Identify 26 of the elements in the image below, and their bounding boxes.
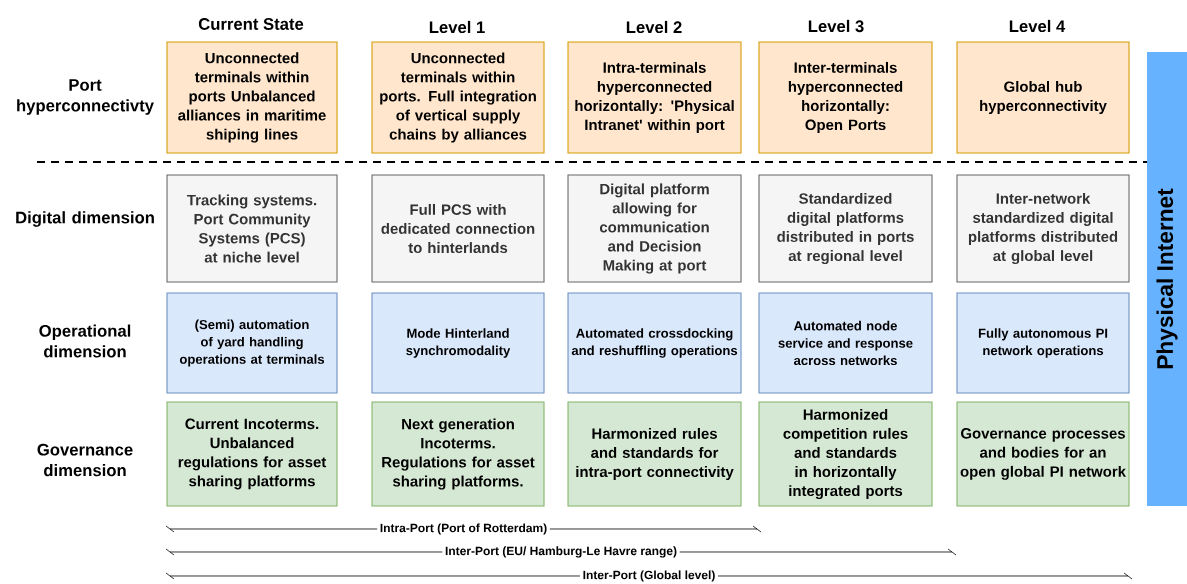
side-band: Physical Internet — [1147, 52, 1187, 506]
level-box: Inter-terminals hyperconnected horizontally: Open Ports — [758, 41, 933, 154]
range-label: Inter-Port (EU/ Hamburg-Le Havre range) — [442, 543, 680, 561]
level-box: Next generation Incoterms. Regulations for asset sharing platforms. — [371, 401, 545, 507]
level-box: Mode Hinterland synchromodality — [371, 292, 545, 394]
level-box: Digital platform allowing for communication and Decision Making at port — [567, 174, 742, 283]
row-heading: Governance dimension — [37, 443, 133, 477]
range-label: Intra-Port (Port of Rotterdam) — [377, 520, 550, 538]
level-box: Harmonized competition rules and standards in horizontally integrated ports — [758, 401, 933, 507]
level-box: Harmonized rules and standards for intra-port connectivity — [567, 401, 742, 507]
level-box: Automated node service and response across networks — [758, 292, 933, 394]
level-box: Inter-network standardized digital platforms distributed at global level — [956, 174, 1130, 283]
level-box: Unconnected terminals within ports. Full integration of vertical supply chains by alliances — [371, 41, 545, 154]
level-box: Global hub hyperconnectivity — [956, 41, 1130, 154]
level-box: Tracking systems. Port Community Systems (PCS) at niche level — [166, 174, 338, 283]
level-box: Governance processes and bodies for an open global PI network — [956, 401, 1130, 507]
row-heading: Operational dimension — [39, 324, 131, 358]
level-box: (Semi) automation of yard handling operations at terminals — [166, 292, 338, 394]
level-box: Standardized digital platforms distributed in ports at regional level — [758, 174, 933, 283]
level-box: Automated crossdocking and reshuffling operations — [567, 292, 742, 394]
level-box: Unconnected terminals within ports Unbalanced alliances in maritime shiping lines — [166, 41, 338, 154]
level-box: Full PCS with dedicated connection to hinterlands — [371, 174, 545, 283]
range-label: Inter-Port (Global level) — [580, 567, 718, 584]
level-box: Current Incoterms. Unbalanced regulations for asset sharing platforms — [166, 401, 338, 507]
level-box: Intra-terminals hyperconnected horizontally: 'Physical Intranet' within port — [567, 41, 742, 154]
level-box: Fully autonomous PI network operations — [956, 292, 1130, 394]
